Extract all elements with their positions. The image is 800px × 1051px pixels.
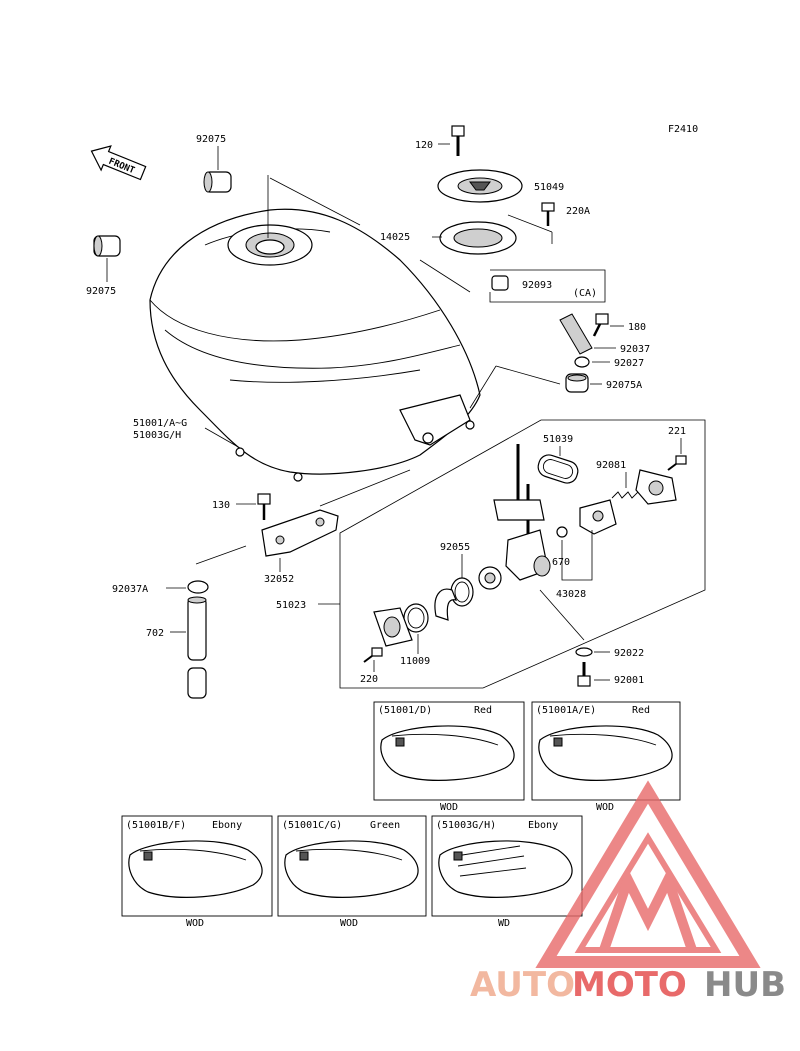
rubber-92075A [565, 373, 589, 393]
label-92075-top: 92075 [196, 134, 226, 145]
label-92055: 92055 [440, 542, 470, 553]
spring-92081 [611, 491, 639, 499]
drain-tube-92093 [491, 275, 509, 291]
collar-92027 [574, 356, 590, 368]
label-92037: 92037 [620, 344, 650, 355]
rubber-damper-top [203, 171, 232, 193]
label-220A: 220A [566, 206, 590, 217]
washer-92022 [575, 647, 593, 657]
variant-mark-5: WD [498, 918, 510, 929]
label-51001: 51001/A~G [133, 418, 187, 429]
label-92022: 92022 [614, 648, 644, 659]
bolt-92001 [577, 662, 591, 687]
variant-mark-3: WOD [186, 918, 204, 929]
label-51039: 51039 [543, 434, 573, 445]
watermark-logo [535, 780, 761, 968]
label-43028: 43028 [556, 589, 586, 600]
bolt-180 [592, 313, 609, 337]
bracket-180 [559, 313, 593, 355]
watermark-text-hub: HUB [704, 965, 786, 1005]
filter-pipe [434, 588, 457, 621]
o-ring-670 [556, 526, 568, 538]
variant-mark-4: WOD [340, 918, 358, 929]
bracket-32052 [261, 509, 339, 557]
label-92037A: 92037A [112, 584, 148, 595]
variant-box-1: (51001/D) Red WOD [373, 701, 525, 813]
o-ring-51039 [537, 454, 579, 484]
bolt-120 [451, 125, 465, 156]
variant-code-2: (51001A/E) [536, 705, 596, 716]
fuel-cap-51049 [437, 169, 523, 203]
lever-plate [579, 499, 617, 535]
variant-code-4: (51001C/G) [282, 820, 342, 831]
strainer-ring [478, 566, 502, 590]
label-92027: 92027 [614, 358, 644, 369]
front-arrow-icon: FRONT [90, 145, 147, 181]
flange-plate [373, 607, 413, 647]
label-702: 702 [146, 628, 164, 639]
variant-box-3: (51001B/F) Ebony WOD [121, 815, 273, 929]
variant-code-1: (51001/D) [378, 705, 432, 716]
screw-220 [363, 647, 383, 663]
variant-color-5: Ebony [528, 820, 558, 831]
screw-221 [667, 455, 687, 471]
variant-box-2: (51001A/E) Red WOD [531, 701, 681, 813]
watermark-text-auto: AUTO [470, 965, 575, 1005]
label-220: 220 [360, 674, 378, 685]
variant-color-4: Green [370, 820, 400, 831]
label-92075A: 92075A [606, 380, 642, 391]
o-ring-92055 [450, 577, 474, 607]
label-92093: 92093 [522, 280, 552, 291]
label-92093-note: (CA) [573, 288, 597, 299]
label-51023: 51023 [276, 600, 306, 611]
watermark-text-moto: MOTO [572, 965, 687, 1005]
label-120: 120 [415, 140, 433, 151]
label-51049: 51049 [534, 182, 564, 193]
bolt-220A [541, 202, 555, 226]
label-92001: 92001 [614, 675, 644, 686]
label-92075-left: 92075 [86, 286, 116, 297]
bolt-130 [257, 493, 271, 520]
label-14025: 14025 [380, 232, 410, 243]
label-221: 221 [668, 426, 686, 437]
variant-color-1: Red [474, 705, 492, 716]
figure-code: F2410 [668, 124, 698, 135]
variant-color-3: Ebony [212, 820, 242, 831]
clamp-92037A [187, 580, 209, 594]
variant-mark-1: WOD [440, 802, 458, 813]
rubber-damper-left [93, 235, 121, 257]
label-32052: 32052 [264, 574, 294, 585]
variant-box-4: (51001C/G) Green WOD [277, 815, 427, 929]
variant-color-2: Red [632, 705, 650, 716]
label-11009: 11009 [400, 656, 430, 667]
label-51003: 51003G/H [133, 430, 181, 441]
tap-body [493, 444, 551, 581]
variant-code-5: (51003G/H) [436, 820, 496, 831]
gasket-14025 [439, 221, 517, 255]
label-130: 130 [212, 500, 230, 511]
hose-702 [187, 596, 207, 699]
label-92081: 92081 [596, 460, 626, 471]
variant-mark-2: WOD [596, 802, 614, 813]
label-180: 180 [628, 322, 646, 333]
variant-code-3: (51001B/F) [126, 820, 186, 831]
valve-cover [635, 469, 677, 505]
fuel-tap-box [339, 419, 706, 689]
fuel-tank [149, 208, 481, 482]
variant-box-5: (51003G/H) Ebony WD [431, 815, 583, 929]
label-670: 670 [552, 557, 570, 568]
